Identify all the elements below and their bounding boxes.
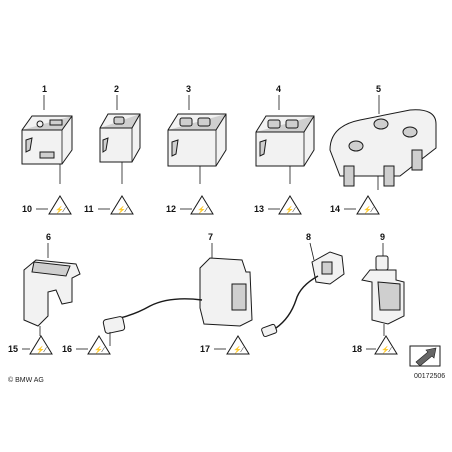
connector-11: 11 ⚡∕	[84, 195, 134, 215]
part-number-13: 13	[254, 204, 264, 214]
svg-text:⚡∕: ⚡∕	[233, 345, 245, 354]
connector-17: 17 ⚡∕	[200, 335, 250, 355]
part-number-6: 6	[46, 232, 51, 242]
direction-arrow-icon	[409, 345, 441, 367]
part-number-14: 14	[330, 204, 340, 214]
svg-text:⚡∕: ⚡∕	[55, 205, 67, 214]
svg-text:⚡∕: ⚡∕	[197, 205, 209, 214]
part-number-18: 18	[352, 344, 362, 354]
connector-triangle-icon	[356, 195, 380, 215]
connector-triangle-icon	[278, 195, 302, 215]
svg-text:⚡∕: ⚡∕	[381, 345, 393, 354]
svg-text:⚡∕: ⚡∕	[36, 345, 48, 354]
part-number-1: 1	[42, 84, 47, 94]
part-9-brake-switch: 9	[361, 232, 405, 336]
connector-triangle-icon	[190, 195, 214, 215]
connector-triangle-icon	[226, 335, 250, 355]
diagram-number: 00172506	[414, 373, 445, 380]
copyright-text: © BMW AG	[8, 376, 44, 384]
connector-18: 18 ⚡∕	[352, 335, 398, 355]
part-number-11: 11	[84, 204, 94, 214]
part-number-5: 5	[376, 84, 381, 94]
connector-15: 15 ⚡∕	[8, 335, 53, 355]
connector-triangle-icon	[29, 335, 53, 355]
part-number-8: 8	[306, 232, 311, 242]
part-7-sensor-with-cable: 7	[102, 232, 253, 346]
part-number-2: 2	[114, 84, 119, 94]
part-number-3: 3	[186, 84, 191, 94]
connector-13: 13 ⚡∕	[254, 195, 302, 215]
svg-text:⚡∕: ⚡∕	[363, 205, 375, 214]
connector-10: 10 ⚡∕	[22, 195, 72, 215]
part-number-15: 15	[8, 344, 18, 354]
part-6-relay: 6	[23, 232, 81, 336]
part-number-12: 12	[166, 204, 176, 214]
connector-12: 12 ⚡∕	[166, 195, 214, 215]
part-2-switch: 2	[99, 84, 141, 184]
connector-triangle-icon	[110, 195, 134, 215]
connector-14: 14 ⚡∕	[330, 195, 380, 215]
part-3-switch: 3	[167, 84, 227, 184]
connector-triangle-icon	[48, 195, 72, 215]
part-number-7: 7	[208, 232, 213, 242]
part-8-sensor-lead: 8	[261, 232, 345, 338]
part-number-16: 16	[62, 344, 72, 354]
part-1-switch: 1	[21, 84, 73, 184]
svg-text:⚡∕: ⚡∕	[285, 205, 297, 214]
part-4-switch: 4	[255, 84, 315, 184]
part-5-switch-cluster: 5	[329, 84, 437, 190]
svg-text:⚡∕: ⚡∕	[94, 345, 106, 354]
svg-text:⚡∕: ⚡∕	[117, 205, 129, 214]
connector-triangle-icon	[87, 335, 111, 355]
connector-16: 16 ⚡∕	[62, 335, 111, 355]
part-number-9: 9	[380, 232, 385, 242]
connector-triangle-icon	[374, 335, 398, 355]
part-number-10: 10	[22, 204, 32, 214]
part-number-4: 4	[276, 84, 281, 94]
part-number-17: 17	[200, 344, 210, 354]
